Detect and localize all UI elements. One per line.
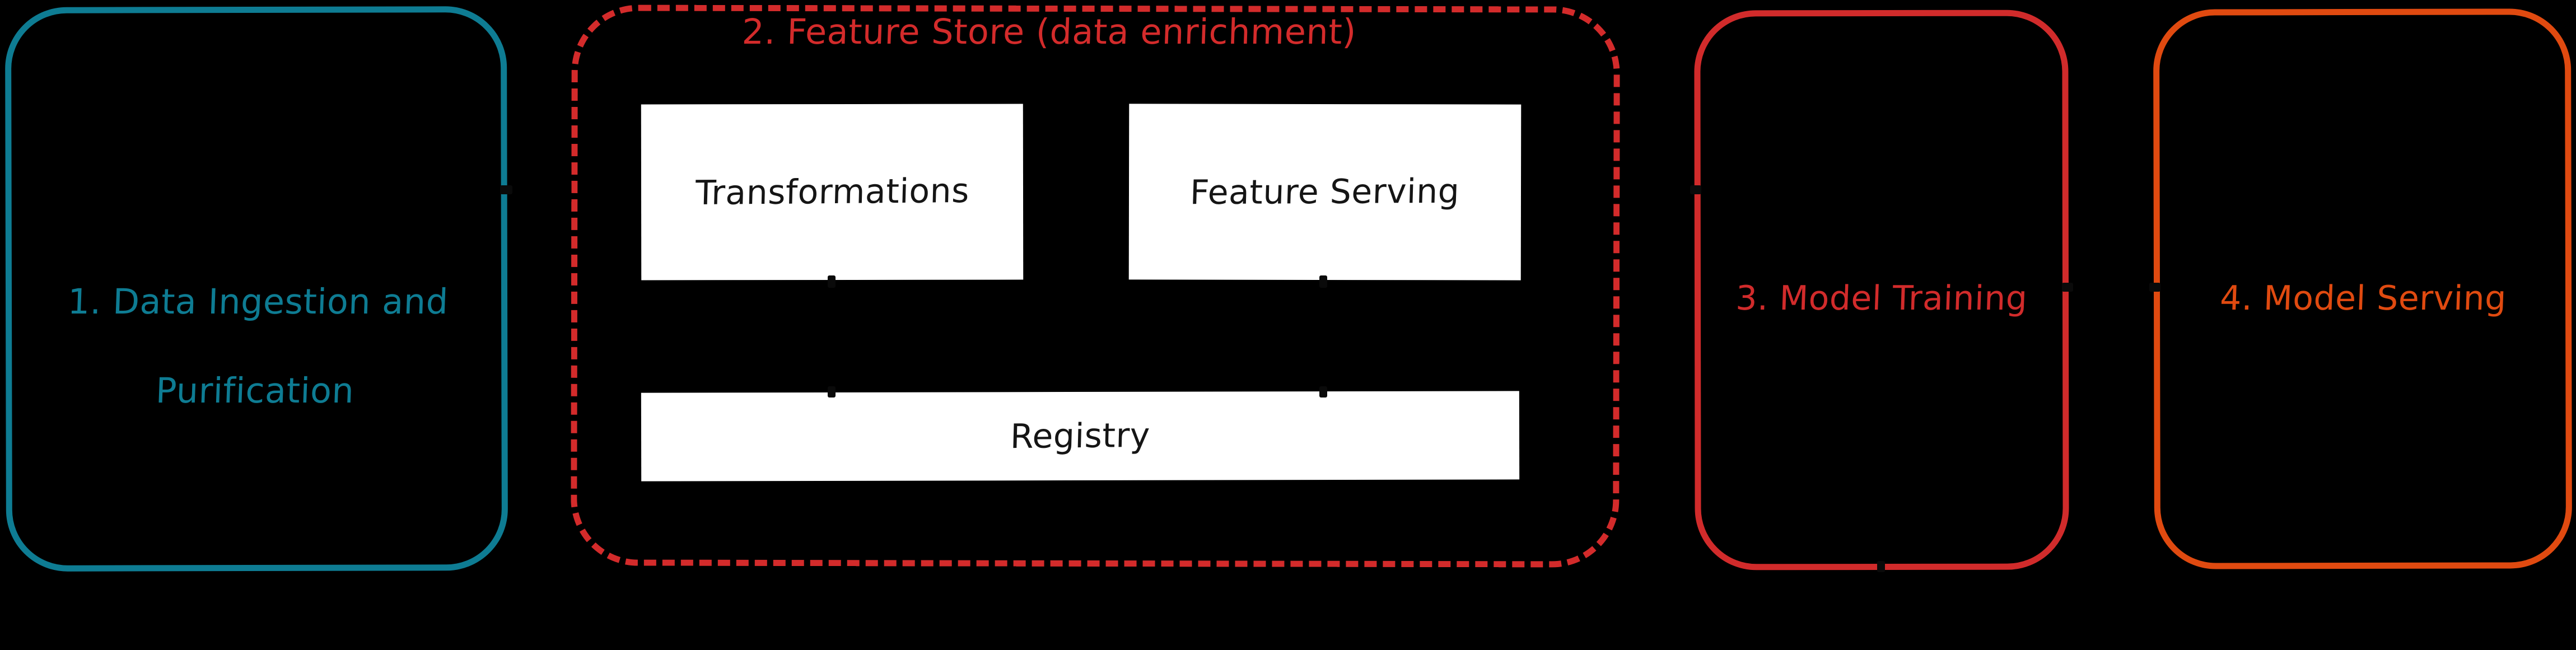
stage-box-feature-store[interactable] [571,4,1620,568]
card-transformations[interactable]: Transformations [641,104,1024,280]
connector-stub-stage3-right [2062,283,2073,292]
connector-stub-stage4-left [2149,283,2160,292]
connector-stub-registry-top-right [1319,386,1327,398]
connector-stub-feature-serving-bottom [1319,275,1327,288]
card-label-transformations: Transformations [694,171,970,213]
connector-stub-stage3-bottom [1877,561,1885,572]
card-registry[interactable]: Registry [641,391,1520,481]
card-label-feature-serving: Feature Serving [1189,171,1460,213]
stage-label-line-1: 1. Data Ingestion and [67,281,449,322]
connector-stub-stage1-right [500,185,512,194]
stage-label-line-2: Purification [155,370,355,411]
connector-stub-registry-top [828,386,836,398]
stage-label-model-serving: 4. Model Serving [2219,279,2507,318]
stage-label-data-ingestion: 1. Data Ingestion and Purification [2,235,511,457]
card-feature-serving[interactable]: Feature Serving [1128,104,1522,280]
card-label-registry: Registry [1010,415,1151,457]
connector-stub-transformations-bottom [828,275,836,288]
connector-stub-stage3-left [1690,185,1701,194]
stage-label-model-training: 3. Model Training [1735,279,2028,318]
group-title-feature-store: 2. Feature Store (data enrichment) [741,11,1357,52]
